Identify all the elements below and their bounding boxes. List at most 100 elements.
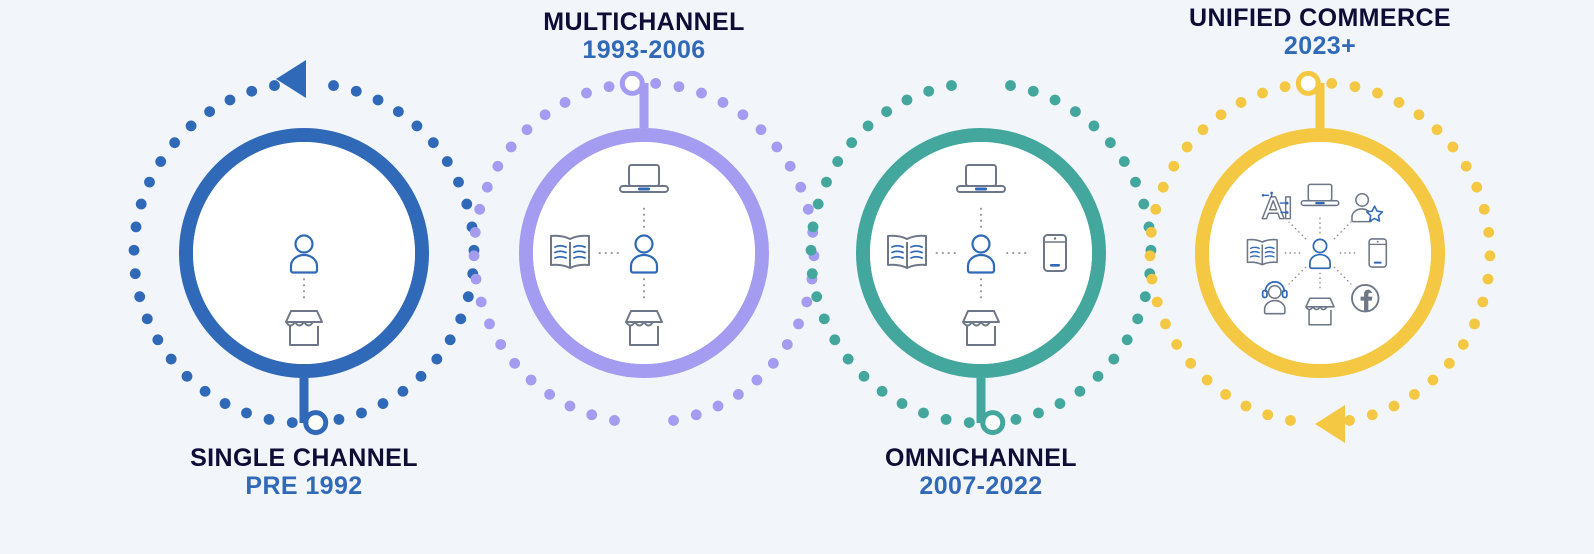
orbit-dot — [411, 120, 423, 132]
orbit-dot — [544, 388, 556, 400]
orbit-dot — [793, 318, 804, 330]
orbit-dot — [377, 398, 389, 409]
laptop-trackpad — [1315, 201, 1325, 205]
orbit-dot — [690, 409, 702, 421]
orbit-dot — [807, 221, 819, 233]
stage-icon-cluster — [285, 234, 323, 346]
orbit-dot — [134, 291, 146, 303]
laptop-trackpad — [975, 187, 987, 191]
catalog-line-left-1 — [891, 250, 904, 254]
orbit-dot — [806, 268, 818, 280]
orbit-dot — [372, 94, 384, 106]
orbit-dot — [1235, 97, 1247, 108]
orbit-dot — [169, 137, 181, 149]
orbit-dot — [144, 176, 155, 188]
stage-multichannel — [468, 70, 820, 426]
phone-home-bar — [1050, 264, 1060, 267]
loyalty-star — [1366, 205, 1384, 222]
orbit-dot — [1201, 374, 1213, 386]
person-body — [1309, 253, 1331, 270]
orbit-dot — [1457, 339, 1469, 350]
center-customer — [1309, 238, 1331, 270]
icon-cluster-inner — [1246, 183, 1388, 326]
ai-letter-i — [1284, 196, 1292, 220]
orbit-dot — [1033, 407, 1044, 419]
support-earcup-right — [1281, 289, 1288, 299]
orbit-dot — [165, 353, 177, 365]
orbit-dot — [805, 244, 817, 256]
ai-letter-a — [1261, 196, 1285, 220]
person-body — [289, 253, 319, 274]
catalog-icon — [887, 234, 927, 269]
support-headset-icon — [1261, 281, 1288, 315]
orbit-dot — [1150, 203, 1162, 215]
phone-home-bar — [1373, 261, 1382, 264]
orbit-dot — [1447, 141, 1459, 153]
orbit-dot — [946, 80, 957, 91]
store-awning — [625, 310, 663, 323]
person-head — [1312, 238, 1328, 254]
store-scallops — [1305, 306, 1328, 311]
orbit-dot — [784, 160, 796, 172]
loyalty-head — [1355, 192, 1370, 207]
orbit-dot — [130, 221, 142, 233]
orbit-dot — [1010, 413, 1022, 425]
direction-arrow-icon — [276, 60, 306, 98]
orbit-dot — [1469, 318, 1480, 330]
orbit-dot — [795, 181, 807, 193]
orbit-dot — [802, 203, 814, 215]
orbit-dot — [461, 198, 473, 210]
icon-cluster-inner — [550, 164, 669, 346]
orbit-dot — [586, 409, 598, 421]
laptop-base — [619, 185, 669, 193]
catalog-line-right-0 — [1264, 246, 1275, 250]
orbit-dot — [141, 313, 153, 325]
store-icon — [1305, 297, 1335, 326]
person-head — [971, 234, 991, 254]
orbit-dot — [1326, 78, 1338, 89]
stage-period: 1993-2006 — [582, 36, 706, 64]
direction-arrow-icon — [1315, 405, 1345, 443]
store-body — [966, 326, 996, 346]
orbit-dot — [963, 417, 975, 428]
catalog-line-right-0 — [573, 244, 586, 248]
phone-icon — [1043, 234, 1067, 272]
store-icon — [625, 310, 663, 346]
stage-label-unified-commerce: UNIFIED COMMERCE 2023+ — [1110, 4, 1530, 62]
channel-facebook-icon — [1351, 284, 1380, 313]
orbit-dot — [609, 415, 620, 426]
person-icon — [1309, 238, 1331, 270]
stage-orbit-dots — [128, 80, 480, 436]
stage-title: MULTICHANNEL — [543, 8, 745, 36]
orbit-dot — [1130, 176, 1141, 188]
orbit-dot — [469, 226, 481, 238]
orbit-dot — [1372, 87, 1383, 99]
stage-label-single-channel: SINGLE CHANNEL PRE 1992 — [94, 444, 514, 502]
stage-orbit-dots — [805, 80, 1157, 436]
orbit-dot — [224, 94, 236, 106]
support-earcup-left — [1261, 289, 1268, 299]
orbit-dot — [474, 203, 486, 215]
orbit-dot — [246, 85, 258, 97]
orbit-dot — [1393, 97, 1405, 108]
orbit-dot — [732, 388, 744, 400]
orbit-dot — [842, 353, 854, 365]
orbit-dot — [1146, 273, 1158, 285]
store-body — [1308, 309, 1332, 326]
channel-laptop-icon — [956, 164, 1006, 193]
catalog-line-right-1 — [573, 250, 586, 254]
orbit-dot — [918, 407, 929, 419]
catalog-icon — [550, 234, 590, 269]
facebook-circle — [1351, 284, 1380, 313]
ai-circuit-traces — [1263, 193, 1288, 214]
orbit-dot — [505, 141, 517, 153]
stage-period: 2007-2022 — [919, 472, 1043, 500]
orbit-dot — [751, 374, 763, 386]
ai-circuit-node-0 — [1270, 191, 1273, 195]
orbit-dot — [1005, 80, 1016, 91]
phone-camera — [1053, 237, 1057, 240]
channel-catalog-icon — [550, 234, 590, 269]
orbit-dot — [1366, 409, 1378, 421]
orbit-dot — [415, 370, 427, 382]
